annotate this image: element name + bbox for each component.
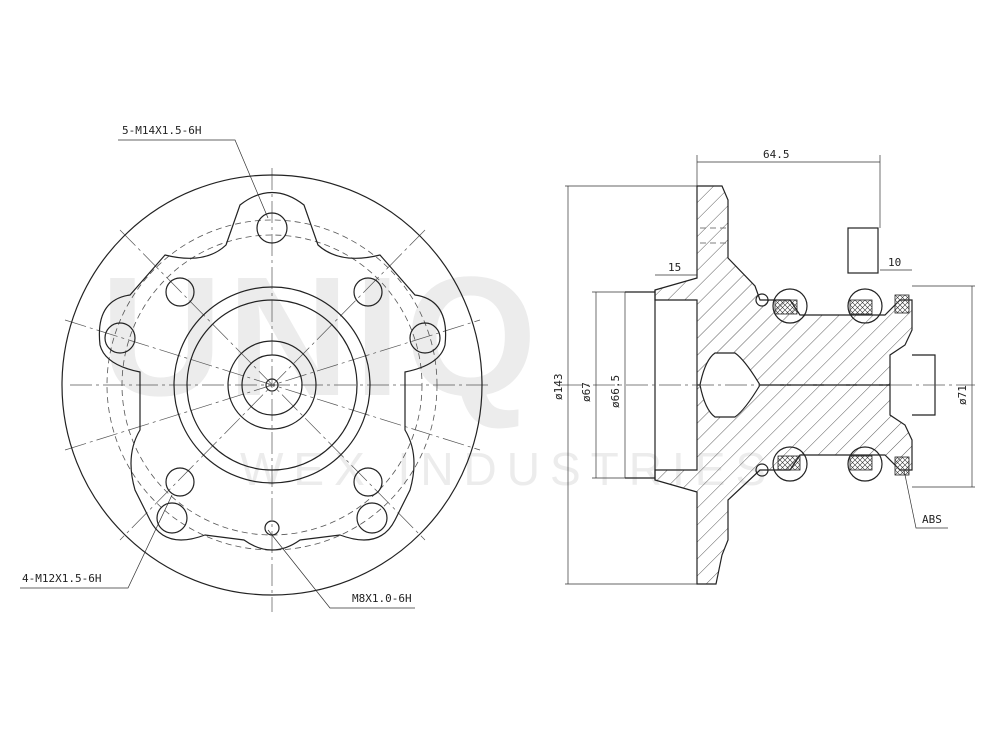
leader-center-hole (267, 529, 415, 609)
dim-flange-step: 15 (668, 261, 681, 274)
bearing-ball (847, 288, 883, 324)
label-center-hole: M8X1.0-6H (352, 592, 412, 605)
bearing-ball (772, 288, 808, 324)
inner-seal-lip (755, 463, 769, 477)
stud-hole (104, 322, 136, 354)
stud-hole (356, 502, 388, 534)
mount-hole (165, 277, 195, 307)
pilot-inner-ring (186, 299, 358, 471)
ball-cage (774, 299, 798, 315)
hub-section-lower (654, 384, 913, 585)
stud-pitch-circle (106, 219, 438, 551)
ball-cage (777, 455, 801, 471)
stud-hole (156, 502, 188, 534)
front-diagonal-centerline-4 (64, 319, 481, 451)
bearing-ball (847, 446, 883, 482)
hub-flange-outline (98, 192, 447, 551)
stud-hole (256, 212, 288, 244)
label-mount-holes: 4-M12X1.5-6H (22, 572, 101, 585)
ball-cage (849, 299, 873, 315)
stud-hole (409, 322, 441, 354)
front-view: 5-M14X1.5-6H 4-M12X1.5-6H M8X1.0-6H (20, 124, 490, 612)
hub-section-upper (654, 185, 913, 386)
ball-cage (849, 455, 873, 471)
dim-overall-length: 64.5 (763, 148, 790, 161)
dim-seal-width: 10 (888, 256, 901, 269)
bearing-ball (772, 446, 808, 482)
leader-mount-holes (20, 494, 173, 589)
mount-hole (165, 467, 195, 497)
pilot-outer-ring (173, 286, 371, 484)
center-hole (265, 378, 279, 392)
label-abs: ABS (922, 513, 942, 526)
mount-holes (165, 277, 383, 497)
upper-seal (894, 294, 910, 314)
inner-seal-lip (755, 293, 769, 307)
hub-center-ring (241, 354, 303, 416)
brake-disc-outline (61, 174, 483, 596)
mount-hole (353, 467, 383, 497)
label-wheel-studs: 5-M14X1.5-6H (122, 124, 201, 137)
dim-pilot-outer-diameter: ø67 (580, 382, 593, 402)
dim-pilot-inner-diameter: ø66.5 (609, 375, 622, 408)
section-view: 64.5 15 10 ø143 ø67 ø66.5 ø71 ABS (552, 148, 975, 585)
dim-flange-diameter: ø143 (552, 374, 565, 401)
abs-sensor-ring (894, 456, 910, 476)
stud-boss (847, 227, 879, 274)
dim-bearing-diameter: ø71 (956, 385, 969, 405)
leader-wheel-studs (118, 139, 269, 219)
watermark: UNIQ WEX INDUSTRIES (100, 242, 766, 495)
leader-abs (903, 469, 948, 529)
mount-hole (353, 277, 383, 307)
watermark-brand: UNIQ (100, 242, 541, 432)
hub-bore-ring (227, 340, 317, 430)
bearing-balls (772, 288, 883, 482)
wheel-stud-holes (104, 212, 441, 534)
